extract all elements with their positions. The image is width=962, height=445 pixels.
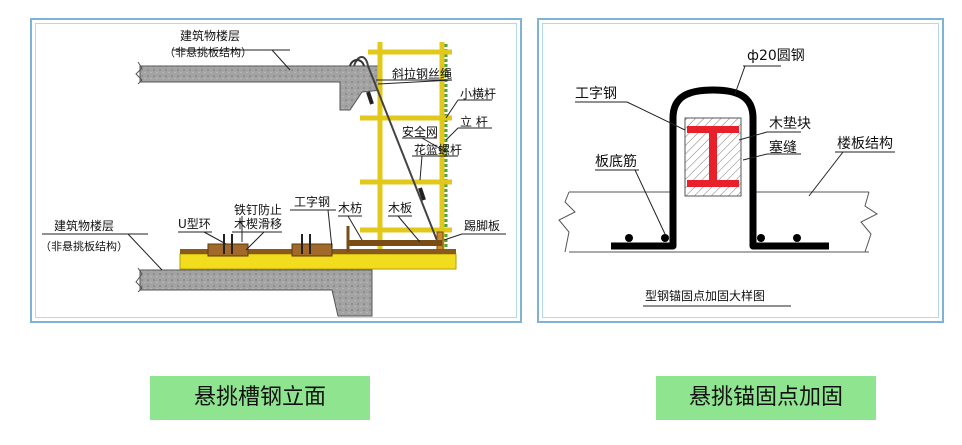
label-i-beam: 工字钢 [294, 194, 330, 209]
label-nail-2: 木楔滑移 [234, 217, 282, 231]
slab-bar-3 [757, 234, 765, 242]
label-toe-board: 踢脚板 [464, 218, 500, 233]
lower-floor-slab [139, 269, 373, 317]
label-gap-fill: 塞缝 [769, 139, 797, 156]
label-turnbuckle: 花篮螺杆 [414, 142, 462, 157]
label-wood-block: 木垫块 [769, 116, 811, 132]
detail-title: 型钢锚固点加固大样图 [645, 288, 765, 303]
upper-floor-slab [139, 65, 383, 111]
label-round-steel: ф20圆钢 [747, 48, 805, 64]
label-wood-board: 木板 [388, 201, 412, 215]
slab-bar-2 [661, 234, 669, 242]
anchor-detail-drawing: ф20圆钢 工字钢 木垫块 塞缝 板底筋 楼板结构 型钢锚固点加固大样图 [558, 48, 895, 307]
cantilever-elevation-drawing: 建筑物楼层 （非悬挑板结构） 斜拉钢丝绳 小横杆 立 杆 安全网 花篮螺杆 建筑… [40, 28, 506, 317]
u-ring [223, 234, 233, 254]
caption-anchor-reinforcement: 悬挑锚固点加固 [656, 376, 876, 420]
label-upper-floor-2: （非悬挑板结构） [164, 45, 252, 59]
label-upper-floor-1: 建筑物楼层 [180, 28, 240, 43]
diagonal-steel-rope [353, 56, 441, 249]
anchor-detail-panel: ф20圆钢 工字钢 木垫块 塞缝 板底筋 楼板结构 型钢锚固点加固大样图 [537, 18, 944, 323]
label-small-crossbar: 小横杆 [460, 87, 496, 101]
wood-wedge-1 [207, 243, 249, 257]
round-steel-bar [611, 86, 829, 250]
caption-cantilever-elevation: 悬挑槽钢立面 [150, 376, 370, 420]
slab-bar-4 [793, 234, 801, 242]
wood-wedge-2 [291, 243, 333, 257]
slab-bar-1 [625, 234, 633, 242]
label-nail-1: 铁钉防止 [234, 202, 282, 217]
label-u-ring: U型环 [178, 217, 211, 231]
label-upright-pole: 立 杆 [460, 114, 488, 129]
label-i-beam-right: 工字钢 [575, 86, 617, 102]
label-wood-beam: 木枋 [338, 200, 362, 215]
label-slab-bar: 板底筋 [595, 153, 637, 170]
label-slab-structure: 楼板结构 [837, 136, 893, 152]
label-lower-floor-1: 建筑物楼层 [54, 218, 114, 233]
label-lower-floor-2: （非悬挑板结构） [40, 239, 128, 253]
i-beam-section [687, 126, 739, 187]
cantilever-elevation-panel: 建筑物楼层 （非悬挑板结构） 斜拉钢丝绳 小横杆 立 杆 安全网 花篮螺杆 建筑… [30, 18, 522, 323]
label-diagonal-rope: 斜拉钢丝绳 [392, 66, 452, 81]
wood-joist [348, 240, 442, 246]
label-safety-net: 安全网 [402, 124, 438, 139]
